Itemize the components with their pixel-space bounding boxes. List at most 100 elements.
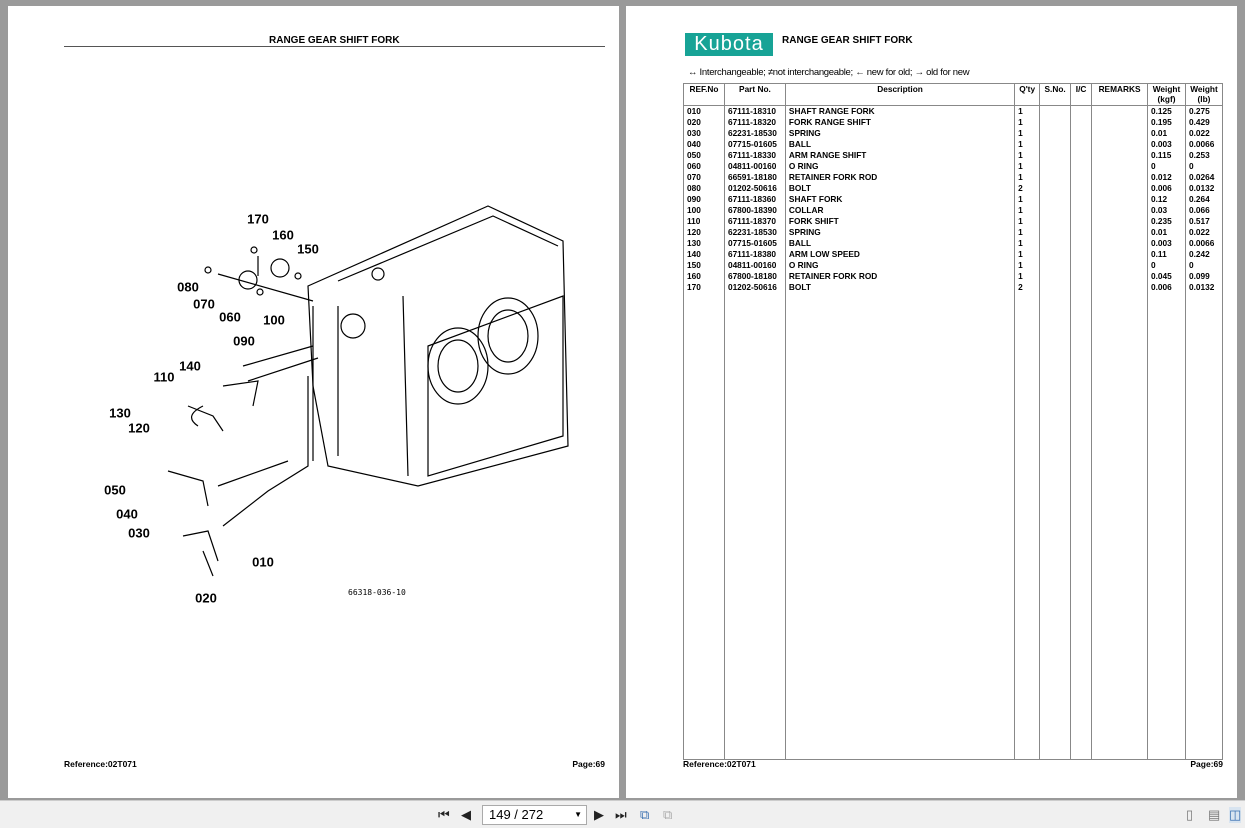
table-cell: 62231-18530 <box>723 227 786 238</box>
callout-170: 170 <box>247 211 269 227</box>
table-cell: ARM LOW SPEED <box>784 249 1016 260</box>
table-cell: 0.0066 <box>1184 139 1224 150</box>
table-cell: 62231-18530 <box>723 128 786 139</box>
table-cell: 0.022 <box>1184 227 1224 238</box>
fit-width-icon[interactable]: ⧉ <box>663 807 673 822</box>
table-cell: 170 <box>683 282 725 293</box>
table-cell <box>1039 194 1072 205</box>
table-cell: 04811-00160 <box>723 161 786 172</box>
table-cell: 0.03 <box>1147 205 1186 216</box>
title-rule <box>64 46 605 47</box>
table-cell: 0.0264 <box>1184 172 1224 183</box>
table-cell: 1 <box>1014 260 1041 271</box>
table-cell <box>1070 194 1093 205</box>
table-cell: 67111-18310 <box>723 105 786 117</box>
table-cell: 0.0066 <box>1184 238 1224 249</box>
last-page-icon[interactable]: ⏭ <box>615 807 627 822</box>
table-cell <box>1091 238 1149 249</box>
table-cell <box>1039 150 1072 161</box>
table-cell: 0.099 <box>1184 271 1224 282</box>
table-cell: 0.429 <box>1184 117 1224 128</box>
empty-cell <box>683 293 725 760</box>
table-cell <box>1070 128 1093 139</box>
table-cell: O RING <box>784 161 1016 172</box>
page-selector[interactable]: 149 / 272▼ <box>482 805 587 825</box>
table-cell: 66591-18180 <box>723 172 786 183</box>
table-cell <box>1091 128 1149 139</box>
table-cell: 0.235 <box>1147 216 1186 227</box>
table-cell: 01202-50616 <box>723 282 786 293</box>
table-cell: 1 <box>1014 238 1041 249</box>
table-cell <box>1070 161 1093 172</box>
table-cell: 0 <box>1147 161 1186 172</box>
table-cell: 0.066 <box>1184 205 1224 216</box>
table-cell <box>1070 117 1093 128</box>
previous-page-icon[interactable]: ◀ <box>461 807 471 822</box>
callout-080: 080 <box>177 279 199 295</box>
two-page-view-icon[interactable]: ◫ <box>1229 807 1242 823</box>
table-cell: 0 <box>1184 260 1224 271</box>
column-header: Q'ty <box>1014 83 1041 106</box>
table-cell: 040 <box>683 139 725 150</box>
table-cell: 2 <box>1014 282 1041 293</box>
table-cell <box>1070 183 1093 194</box>
table-cell: 0.0132 <box>1184 183 1224 194</box>
table-cell: 120 <box>683 227 725 238</box>
viewer-toolbar: ⏮ ◀ 149 / 272▼ ▶ ⏭ ⧉ ⧉ ▯ ▤ ◫ <box>0 800 1245 828</box>
column-header: Weight (lb) <box>1184 83 1224 106</box>
table-cell <box>1039 117 1072 128</box>
table-cell: RETAINER FORK ROD <box>784 271 1016 282</box>
first-page-icon[interactable]: ⏮ <box>438 807 450 822</box>
kubota-logo: Kubota <box>685 33 773 56</box>
table-cell: 0.022 <box>1184 128 1224 139</box>
table-cell: 090 <box>683 194 725 205</box>
table-cell: BOLT <box>784 183 1016 194</box>
callout-130: 130 <box>109 405 131 421</box>
table-cell <box>1070 238 1093 249</box>
table-cell: 1 <box>1014 172 1041 183</box>
column-header: Part No. <box>723 83 786 106</box>
table-cell <box>1039 227 1072 238</box>
table-cell <box>1039 260 1072 271</box>
table-cell: BALL <box>784 238 1016 249</box>
table-cell <box>1039 216 1072 227</box>
table-cell: 67111-18380 <box>723 249 786 260</box>
column-header: I/C <box>1070 83 1093 106</box>
table-cell <box>1039 271 1072 282</box>
table-cell: 07715-01605 <box>723 238 786 249</box>
table-cell: 0.11 <box>1147 249 1186 260</box>
empty-cell <box>1039 293 1072 760</box>
empty-cell <box>1070 293 1093 760</box>
table-cell: 1 <box>1014 105 1041 117</box>
empty-cell <box>723 293 786 760</box>
left-page-title: RANGE GEAR SHIFT FORK <box>269 35 400 46</box>
table-cell <box>1039 105 1072 117</box>
single-page-view-icon[interactable]: ▯ <box>1186 807 1194 822</box>
table-cell: 060 <box>683 161 725 172</box>
table-cell: 1 <box>1014 150 1041 161</box>
table-cell <box>1091 139 1149 150</box>
empty-cell <box>1184 293 1224 760</box>
table-cell <box>1091 205 1149 216</box>
table-cell: BALL <box>784 139 1016 150</box>
continuous-view-icon[interactable]: ▤ <box>1208 807 1221 822</box>
column-header: REF.No <box>683 83 725 106</box>
table-cell <box>1039 238 1072 249</box>
table-cell <box>1091 227 1149 238</box>
left-page: RANGE GEAR SHIFT FORK 170 160 150 080 07… <box>8 6 619 798</box>
fit-page-icon[interactable]: ⧉ <box>640 807 650 822</box>
table-cell: 1 <box>1014 205 1041 216</box>
reference-label: Reference:02T071 <box>64 759 137 769</box>
callout-150: 150 <box>297 241 319 257</box>
page-number: Page:69 <box>1190 759 1223 769</box>
table-cell: 100 <box>683 205 725 216</box>
next-page-icon[interactable]: ▶ <box>594 807 604 822</box>
